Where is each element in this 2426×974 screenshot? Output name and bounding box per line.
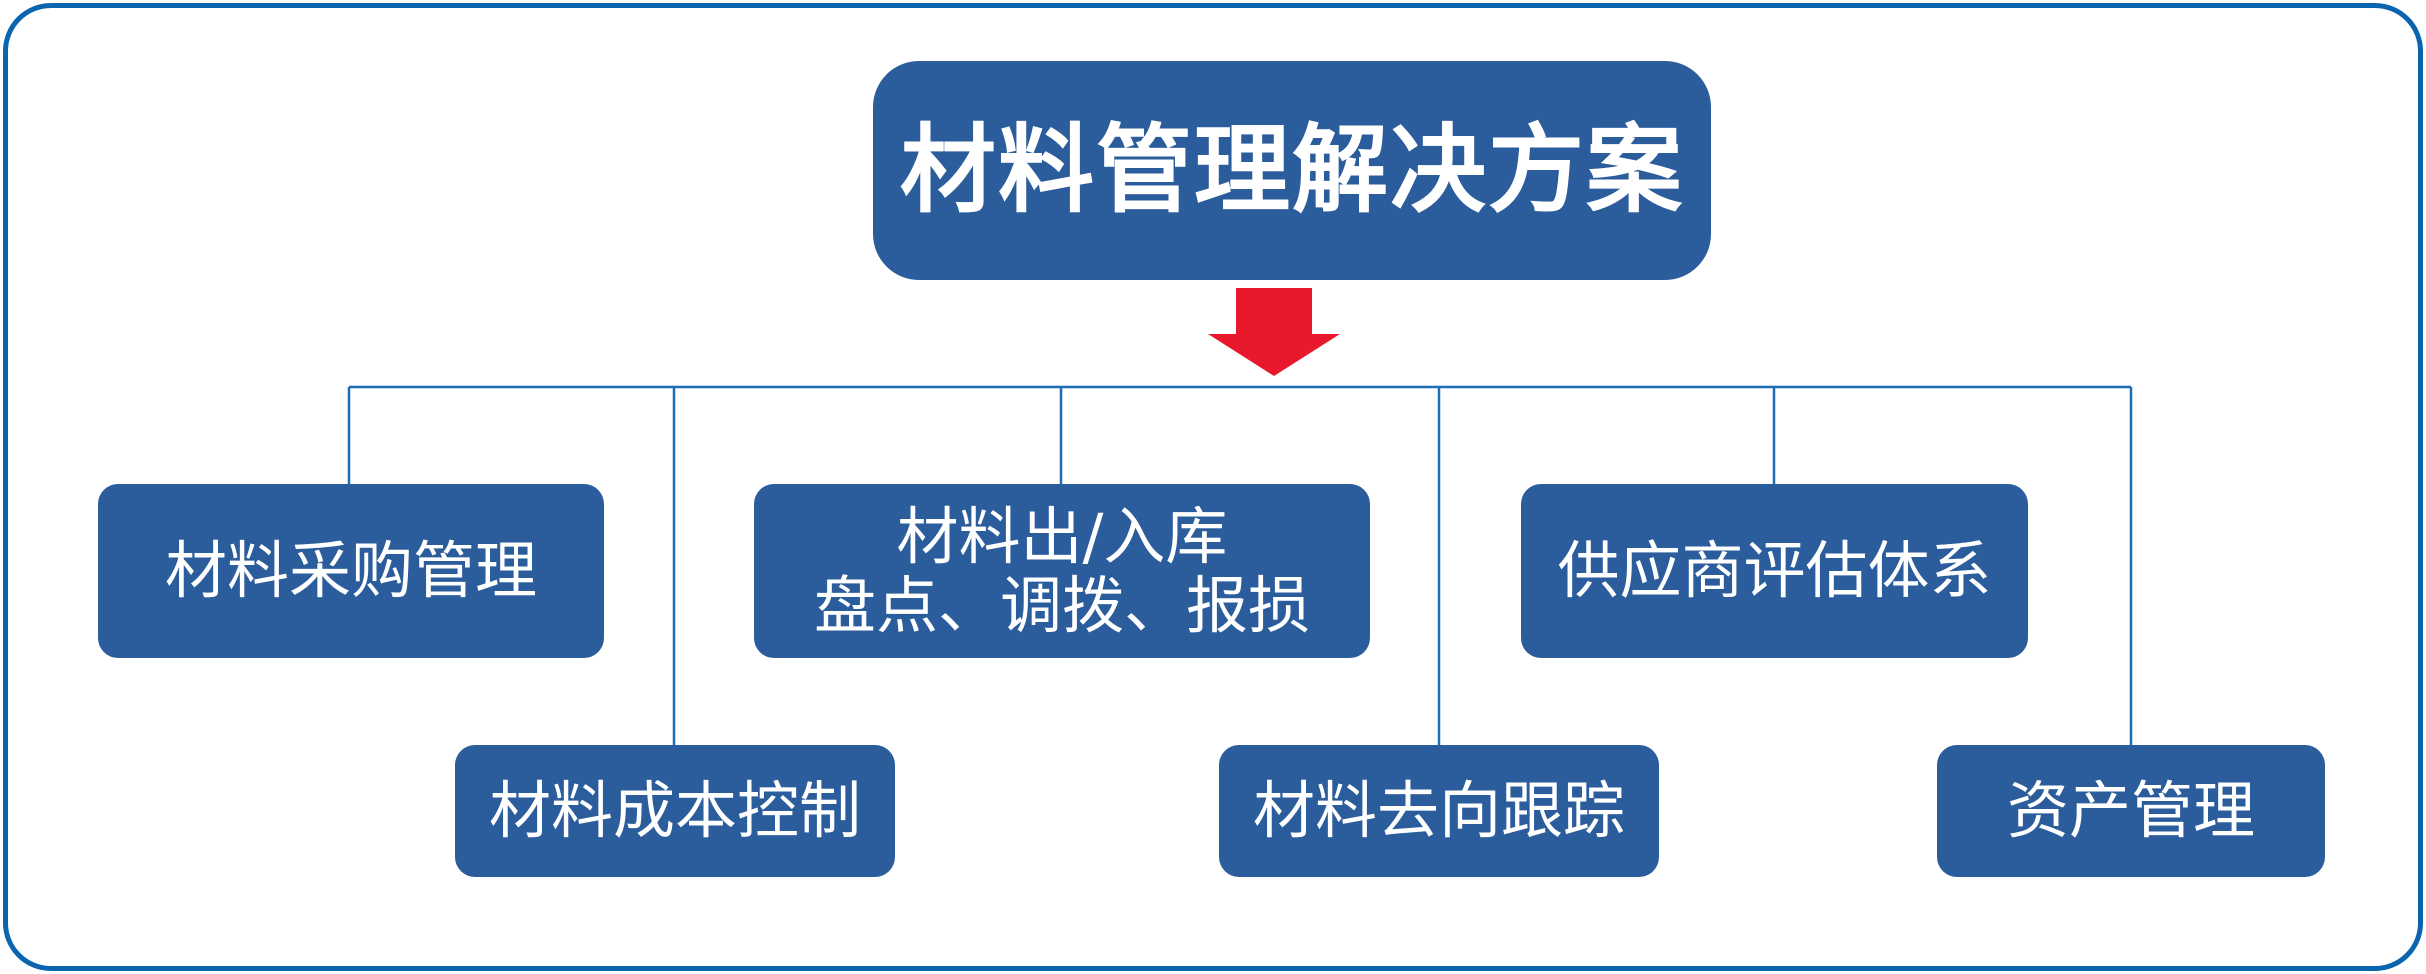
node-label-line1: 材料出/入库: [896, 499, 1228, 573]
down-arrow-icon: [1208, 288, 1340, 376]
node-material-procurement: 材料采购管理: [98, 484, 604, 658]
node-label: 材料成本控制: [488, 774, 861, 848]
node-asset-management: 资产管理: [1937, 745, 2325, 877]
node-material-tracking: 材料去向跟踪: [1219, 745, 1659, 877]
root-node: 材料管理解决方案: [873, 61, 1711, 280]
node-label: 供应商评估体系: [1557, 534, 1992, 608]
node-label: 材料去向跟踪: [1252, 774, 1625, 848]
diagram-frame: [3, 3, 2423, 971]
node-label: 材料采购管理: [164, 534, 537, 608]
node-supplier-evaluation: 供应商评估体系: [1521, 484, 2028, 658]
node-label: 资产管理: [2006, 774, 2255, 848]
root-title: 材料管理解决方案: [900, 113, 1684, 226]
node-label-line2: 盘点、调拨、报损: [813, 569, 1310, 642]
node-cost-control: 材料成本控制: [455, 745, 895, 877]
node-material-inout: 材料出/入库 盘点、调拨、报损: [754, 484, 1370, 658]
